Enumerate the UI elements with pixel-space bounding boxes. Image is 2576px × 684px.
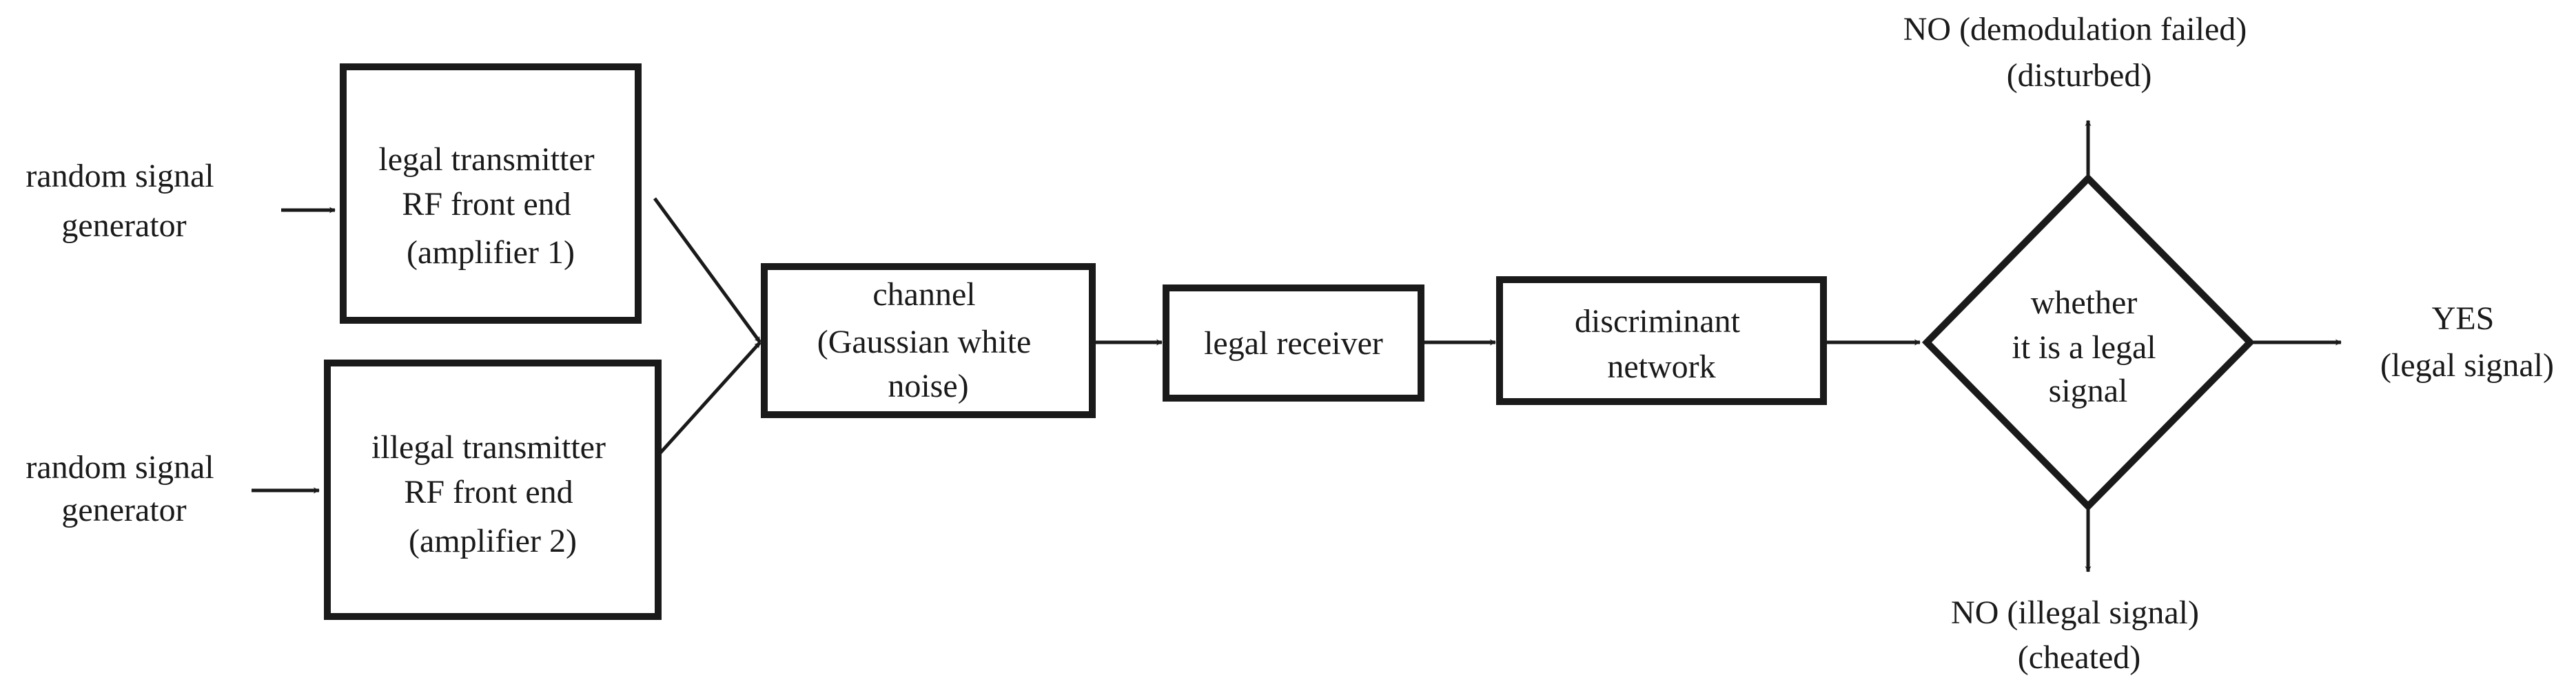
discriminant-network-box [1496, 276, 1827, 405]
legal-transmitter-label-line: RF front end [402, 186, 571, 222]
legal-transmitter-label: legal transmitter RF front end (amplifie… [378, 141, 602, 271]
generator-2-label: random signal generator [25, 449, 222, 528]
outcome-demodulation-failed-line: NO (demodulation failed) [1903, 11, 2247, 48]
decision-label-line: it is a legal [2012, 329, 2156, 366]
decision-label-line: whether [2031, 284, 2138, 321]
generator-1-label-line: generator [61, 207, 186, 244]
arrow-illegal-tx-to-channel [657, 341, 761, 457]
decision-label: whether it is a legal signal [2012, 284, 2164, 409]
illegal-transmitter-label-line: (amplifier 2) [409, 523, 577, 559]
channel-box [761, 263, 1096, 418]
outcome-illegal-line: (cheated) [2018, 639, 2141, 676]
generator-2-label-line: generator [61, 492, 186, 528]
decision-label-line: signal [2049, 373, 2128, 409]
legal-transmitter-label-line: (amplifier 1) [407, 234, 575, 271]
outcome-legal-line: YES [2432, 300, 2495, 337]
legal-receiver-label: legal receiver [1204, 325, 1383, 362]
legal-receiver-label-line: legal receiver [1204, 325, 1383, 362]
outcome-legal-label: YES (legal signal) [2380, 300, 2554, 384]
channel-label: channel (Gaussian white noise) [817, 276, 1040, 404]
generator-1-label: random signal generator [25, 158, 222, 244]
discriminant-network-label-line: network [1607, 349, 1715, 385]
discriminant-network-label-line: discriminant [1575, 303, 1741, 340]
outcome-illegal-line: NO (illegal signal) [1951, 594, 2199, 631]
generator-2-label-line: random signal [25, 449, 214, 486]
illegal-transmitter-box [324, 360, 662, 620]
channel-label-line: noise) [888, 368, 968, 404]
outcome-demodulation-failed-line: (disturbed) [2007, 57, 2152, 94]
outcome-demodulation-failed-label: NO (demodulation failed) (disturbed) [1903, 11, 2256, 94]
illegal-transmitter-label-line: illegal transmitter [371, 429, 606, 466]
illegal-transmitter-label-line: RF front end [404, 474, 573, 510]
legal-receiver-box [1163, 284, 1424, 402]
channel-label-line: (Gaussian white [817, 324, 1032, 360]
discriminant-network-label: discriminant network [1575, 303, 1748, 385]
outcome-legal-line: (legal signal) [2380, 347, 2554, 384]
decision-diamond [1921, 173, 2256, 512]
arrow-legal-tx-to-channel [653, 197, 762, 344]
legal-transmitter-box [340, 63, 642, 324]
channel-label-line: channel [872, 276, 975, 313]
generator-1-label-line: random signal [25, 158, 214, 194]
illegal-transmitter-label: illegal transmitter RF front end (amplif… [371, 429, 614, 559]
outcome-illegal-label: NO (illegal signal) (cheated) [1951, 594, 2207, 676]
legal-transmitter-label-line: legal transmitter [378, 141, 594, 178]
